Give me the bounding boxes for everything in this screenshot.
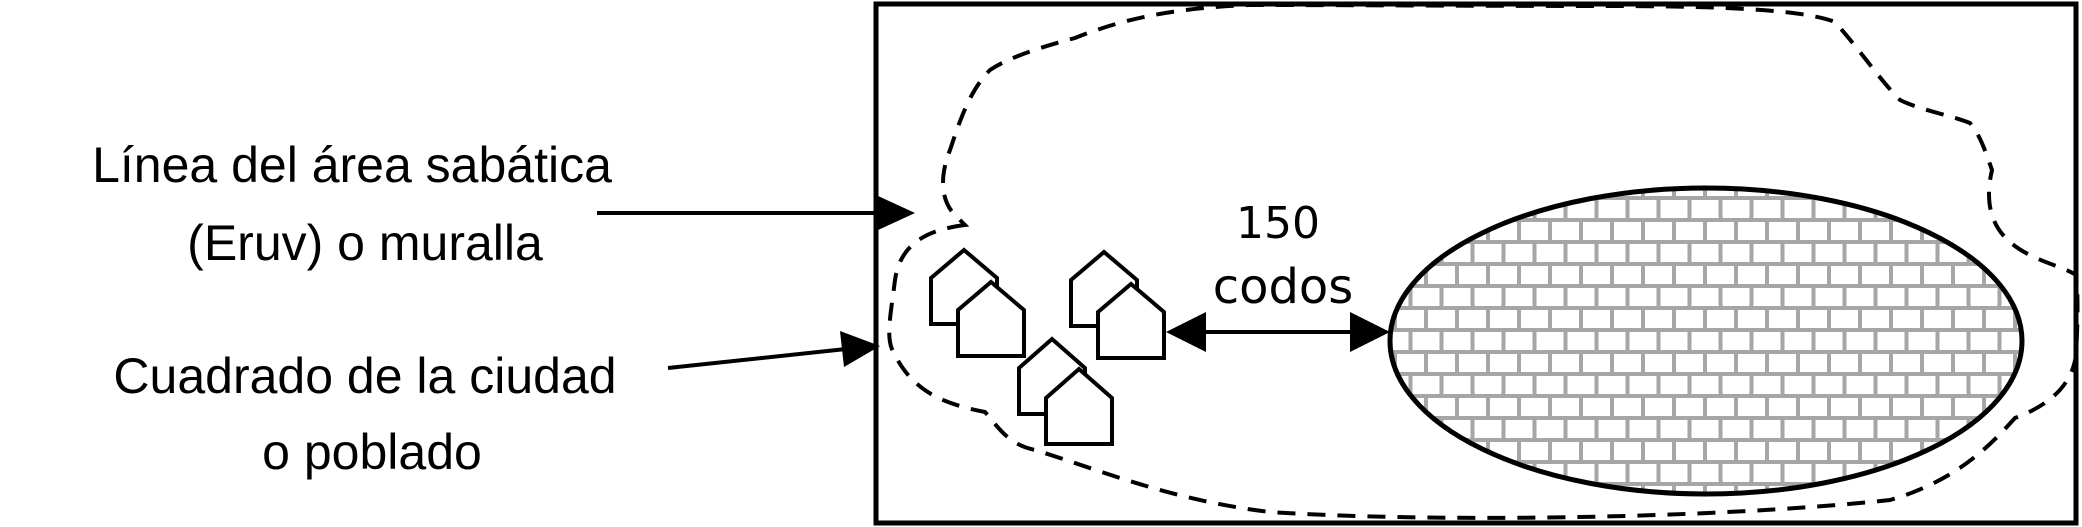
- arrowhead-icon: [840, 331, 880, 367]
- house-group-middle: [1069, 249, 1166, 360]
- arrowhead-icon: [1166, 312, 1206, 352]
- distance-value: 150: [1236, 198, 1320, 249]
- house-group-left: [929, 247, 1026, 358]
- house-icon: [1096, 281, 1166, 360]
- diagram-frame: [873, 1, 2079, 526]
- distance-double-arrow: [1166, 312, 1390, 352]
- city-square-label-line1: Cuadrado de la ciudad: [113, 348, 616, 404]
- walled-city-ellipse: [1387, 185, 2025, 497]
- house-icon: [956, 279, 1026, 358]
- distance-unit: codos: [1213, 259, 1354, 315]
- arrowhead-icon: [876, 195, 915, 231]
- eruv-pointer-arrow: [597, 195, 915, 231]
- house-icon: [1044, 366, 1114, 446]
- eruv-label-line1: Línea del área sabática: [92, 137, 612, 193]
- eruv-boundary-dashed: [887, 2, 2080, 520]
- house-group-bottom: [1017, 336, 1114, 446]
- city-square-label-line2: o poblado: [262, 424, 482, 480]
- eruv-label-line2: (Eruv) o muralla: [187, 215, 543, 271]
- arrowhead-icon: [1350, 312, 1390, 352]
- city-square-pointer-arrow: [667, 331, 880, 370]
